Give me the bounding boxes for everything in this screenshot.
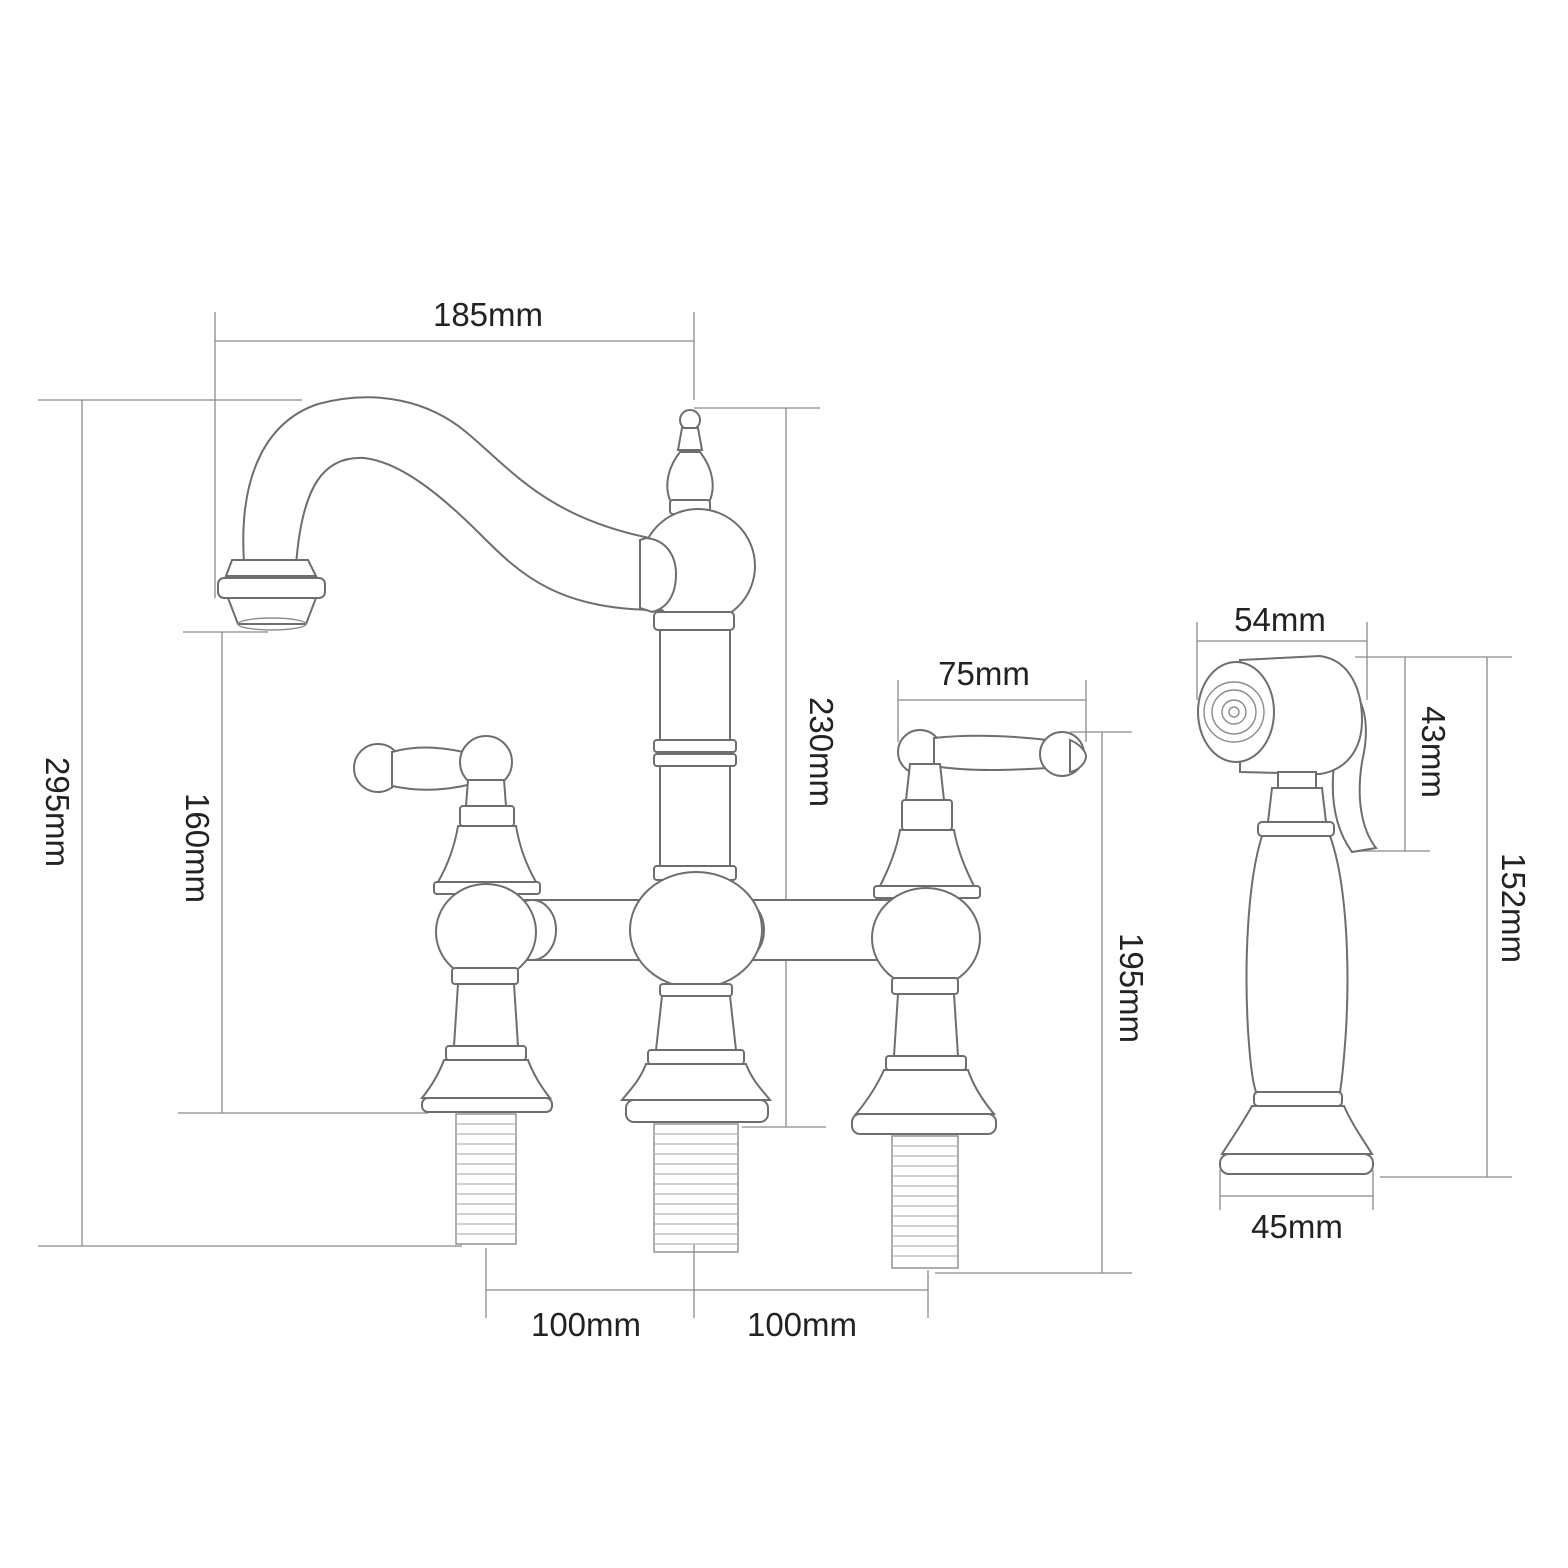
faucet-center-column [482,409,908,1123]
faucet-spout [217,396,670,631]
label-total-height: 295mm [39,757,76,867]
label-center-spacing-right: 100mm [747,1306,857,1343]
faucet-left-valve [353,735,553,1113]
label-spout-reach: 185mm [433,296,543,333]
dimension-labels: 185mm 295mm 160mm 230mm 75mm 195mm 100mm… [39,296,1532,1343]
label-spout-clearance: 160mm [179,793,216,903]
threaded-shanks [455,1113,959,1269]
side-sprayer [1197,654,1378,1175]
dimension-lines [38,312,1512,1318]
label-sprayer-head-height: 43mm [1415,706,1452,798]
label-handle-length: 75mm [938,655,1030,692]
label-sprayer-head-width: 54mm [1234,601,1326,638]
faucet-right-valve [851,729,1088,1135]
label-sprayer-height: 152mm [1495,853,1532,963]
label-spout-height: 230mm [803,697,840,807]
label-sprayer-base-width: 45mm [1251,1208,1343,1245]
label-deck-height: 195mm [1113,933,1150,1043]
label-center-spacing-left: 100mm [531,1306,641,1343]
